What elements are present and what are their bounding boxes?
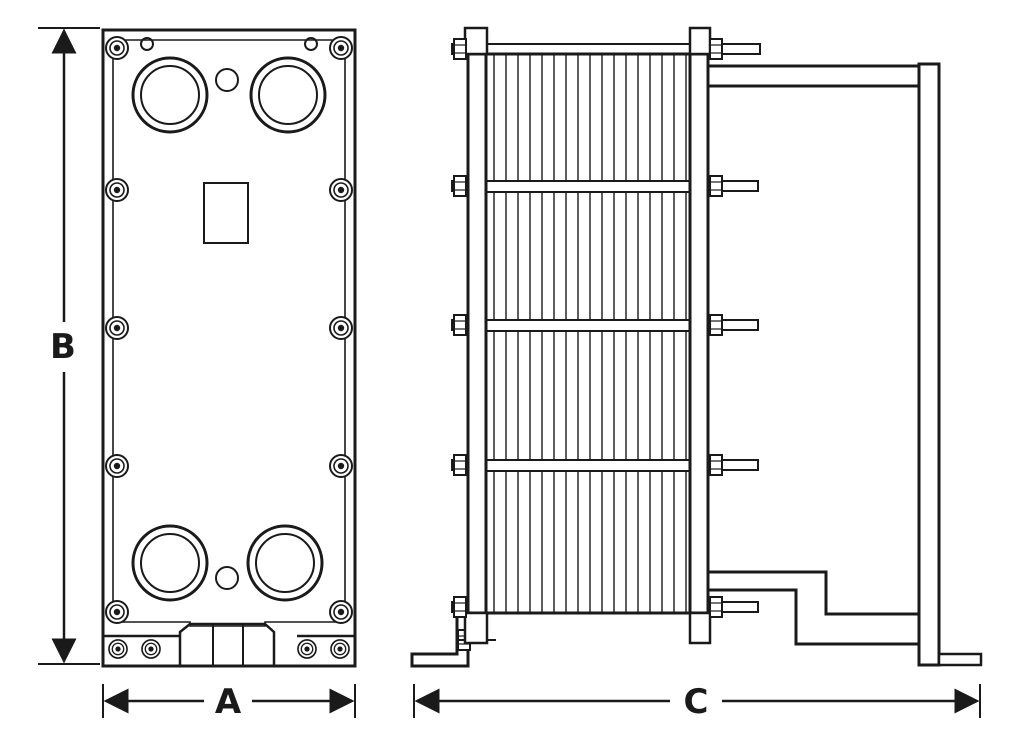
tightening-bolts [105,36,353,624]
dimension-a: A [102,682,356,722]
support-foot [937,652,983,667]
guiding-bar [708,570,919,616]
plate-fins [493,54,687,613]
port-top-right [249,56,327,134]
dimension-c: C [413,682,981,722]
dimension-label-b: B [50,327,76,367]
frame-plate [466,52,488,615]
guide-hole [304,37,318,51]
port-top-left [131,56,209,134]
plate-pack [466,52,710,615]
dimension-label-c: C [684,682,709,722]
side-view [410,26,983,668]
dimension-b: B [38,27,100,665]
port-bottom-right [246,524,324,602]
front-view [101,28,357,668]
guide-hole [140,37,154,51]
gasket-outline [112,39,346,627]
dimension-label-a: A [215,682,242,722]
nameplate [203,182,249,244]
foot-bolts [108,639,350,659]
center-hole [215,566,239,590]
port-bottom-left [131,524,209,602]
pressure-plate [688,52,710,615]
carrying-bar [706,64,921,88]
center-hole [215,68,239,92]
front-plate [101,28,357,668]
center-foot [212,623,244,667]
support-column [917,62,941,667]
